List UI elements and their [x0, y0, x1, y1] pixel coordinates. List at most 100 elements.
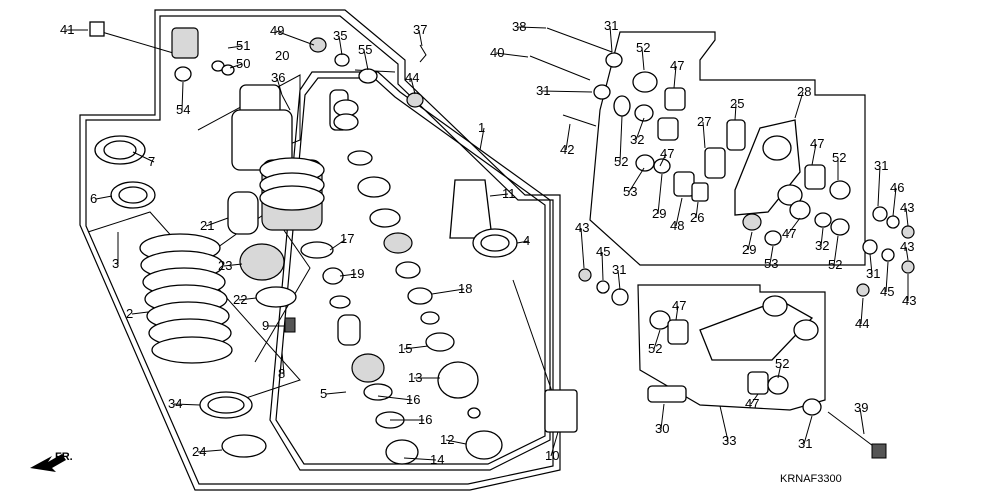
callout-leader-line: [811, 143, 817, 166]
callout-label-37: 37: [413, 22, 427, 37]
callout-label-4: 4: [523, 233, 530, 248]
callout-leader-line: [601, 251, 604, 281]
callout-leader-line: [339, 273, 357, 277]
callout-label-18: 18: [458, 281, 472, 296]
callout-label-39: 39: [854, 400, 868, 415]
callout-leader-line: [617, 269, 621, 291]
callout-leader-line: [205, 217, 229, 227]
callout-label-45b: 45: [880, 284, 894, 299]
callout-label-17: 17: [340, 231, 354, 246]
callout-label-35: 35: [333, 28, 347, 43]
callout-leader-line: [565, 123, 571, 151]
shock-absorber-parts: [89, 21, 578, 465]
callout-leader-line: [905, 207, 909, 227]
callout-label-47b: 47: [660, 146, 674, 161]
callout-label-52d: 52: [832, 150, 846, 165]
piston-stack: [322, 89, 455, 465]
callout-leader-line: [229, 63, 243, 69]
callout-label-41: 41: [60, 22, 74, 37]
callout-leader-line: [803, 415, 813, 445]
callout-labels: 4154763234245150204936355537442117231922…: [60, 18, 916, 467]
callout-label-3: 3: [112, 256, 119, 271]
callout-leader-line: [479, 127, 485, 151]
callout-leader-line: [131, 311, 149, 315]
callout-label-7: 7: [148, 154, 155, 169]
callout-label-8: 8: [278, 366, 285, 381]
callout-leader-line: [377, 395, 413, 401]
callout-label-42: 42: [560, 142, 574, 157]
callout-label-16a: 16: [406, 392, 420, 407]
callout-label-30: 30: [655, 421, 669, 436]
callout-leader-line: [702, 121, 706, 149]
callout-leader-line: [619, 115, 623, 163]
callout-leader-line: [820, 227, 824, 247]
callout-label-16b: 16: [418, 412, 432, 427]
callout-label-50: 50: [236, 56, 250, 71]
callout-label-28: 28: [797, 84, 811, 99]
callout-leader-line: [860, 297, 864, 325]
callout-label-19: 19: [350, 266, 364, 281]
callout-leader-line: [777, 363, 782, 379]
callout-label-55: 55: [358, 42, 372, 57]
callout-label-31d: 31: [612, 262, 626, 277]
callout-leader-line: [410, 77, 416, 95]
callout-leader-line: [641, 47, 645, 71]
callout-leader-line: [95, 195, 113, 200]
callout-label-47c: 47: [810, 136, 824, 151]
callout-leader-line: [418, 29, 423, 47]
callout-leader-line: [541, 90, 593, 93]
callout-leader-line: [489, 193, 509, 197]
callout-leader-line: [675, 305, 679, 321]
diagram-code: KRNAF3300: [780, 473, 842, 485]
callout-leader-line: [609, 25, 613, 53]
callout-leader-line: [276, 77, 283, 96]
callout-leader-line: [657, 173, 663, 215]
callout-leader-line: [325, 391, 347, 395]
callout-label-47e: 47: [672, 298, 686, 313]
callout-leader-line: [197, 449, 223, 453]
callout-label-26: 26: [690, 210, 704, 225]
callout-label-23: 23: [218, 258, 232, 273]
callout-leader-line: [734, 103, 737, 121]
callout-leader-line: [628, 167, 645, 193]
callout-leader-line: [892, 187, 897, 217]
callout-label-29a: 29: [652, 206, 666, 221]
callout-label-47d: 47: [782, 226, 796, 241]
callout-label-13: 13: [408, 370, 422, 385]
callout-leader-line: [877, 165, 881, 207]
callout-label-51: 51: [236, 38, 250, 53]
callout-label-21: 21: [200, 218, 214, 233]
spring: [139, 233, 233, 364]
callout-label-47f: 47: [745, 396, 759, 411]
callout-label-52b: 52: [614, 154, 628, 169]
callout-label-46: 46: [890, 180, 904, 195]
callout-leader-line: [659, 153, 667, 167]
direction-label: FR.: [55, 451, 73, 463]
callout-label-52f: 52: [775, 356, 789, 371]
callout-leader-line: [403, 457, 437, 461]
callout-leader-line: [517, 26, 547, 29]
callout-label-11: 11: [502, 186, 516, 201]
callout-leader-line: [833, 235, 839, 266]
callout-label-14: 14: [430, 452, 444, 467]
callout-label-32b: 32: [815, 238, 829, 253]
callout-leader-line: [905, 246, 909, 261]
callout-label-52e: 52: [648, 341, 662, 356]
callout-leader-line: [173, 403, 201, 406]
callout-leader-line: [238, 297, 257, 301]
callout-leader-line: [338, 35, 343, 56]
callout-label-47a: 47: [670, 58, 684, 73]
callout-label-2: 2: [126, 306, 133, 321]
callout-leader-line: [223, 263, 243, 267]
callout-label-38: 38: [512, 19, 526, 34]
callout-label-43d: 43: [902, 293, 916, 308]
callout-label-43a: 43: [900, 200, 914, 215]
callout-leader-line: [747, 231, 753, 251]
callout-leader-line: [227, 45, 243, 49]
callout-label-31f: 31: [798, 436, 812, 451]
callout-leader-line: [869, 253, 873, 275]
callout-label-1: 1: [478, 120, 485, 135]
callout-leader-line: [580, 227, 585, 269]
callout-leader-line: [653, 329, 661, 350]
callout-leader-line: [750, 393, 759, 405]
